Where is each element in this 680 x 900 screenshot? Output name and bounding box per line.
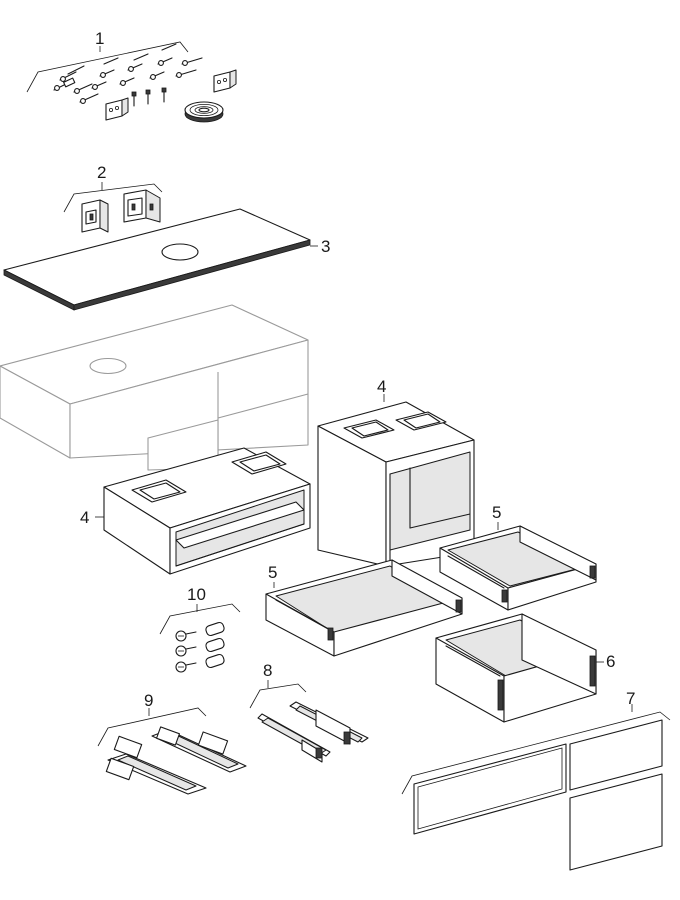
- part-10-fixing-screws: [159, 603, 241, 673]
- part-5-drawer-small: [439, 522, 597, 611]
- part-2-wall-brackets: [63, 182, 163, 233]
- part-1-mounting-hardware: [26, 41, 237, 123]
- callout-2: 2: [97, 163, 106, 182]
- callout-4b: 4: [377, 377, 386, 396]
- callout-9: 9: [144, 691, 153, 710]
- part-7-front-panels: [401, 704, 671, 871]
- rail-short: [151, 726, 247, 773]
- sealing-tape-roll: [184, 101, 224, 123]
- vanity-unit-assembled: [0, 304, 309, 471]
- part-4-shelf-module: [95, 447, 311, 575]
- callout-1: 1: [95, 29, 104, 48]
- wall-bracket-left: [81, 199, 109, 233]
- part-4-drawer-carcass: [317, 394, 475, 567]
- screw-bolts: [175, 630, 197, 673]
- part-6-drawer-deep: [435, 613, 604, 723]
- runner-right: [289, 701, 369, 745]
- pin-set: [131, 87, 167, 107]
- part-9-mounting-rails: [97, 707, 247, 795]
- bracket-left: [105, 97, 129, 121]
- part-8-drawer-runners: [249, 680, 369, 763]
- callout-10: 10: [187, 585, 206, 604]
- part-3-countertop: [3, 208, 318, 311]
- callout-5b: 5: [492, 503, 501, 522]
- part-5-drawer-large: [265, 559, 463, 657]
- wall-bracket-right: [123, 189, 161, 223]
- dowel-sleeves: [205, 621, 225, 669]
- callout-4a: 4: [80, 508, 89, 527]
- callout-6: 6: [606, 652, 615, 671]
- callout-5a: 5: [268, 563, 277, 582]
- callout-7: 7: [626, 689, 635, 708]
- rail-long: [105, 735, 207, 795]
- callout-3: 3: [321, 237, 330, 256]
- screw-set: [53, 43, 203, 104]
- callout-8: 8: [263, 661, 272, 680]
- runner-left: [257, 713, 331, 763]
- bracket-right: [213, 69, 237, 93]
